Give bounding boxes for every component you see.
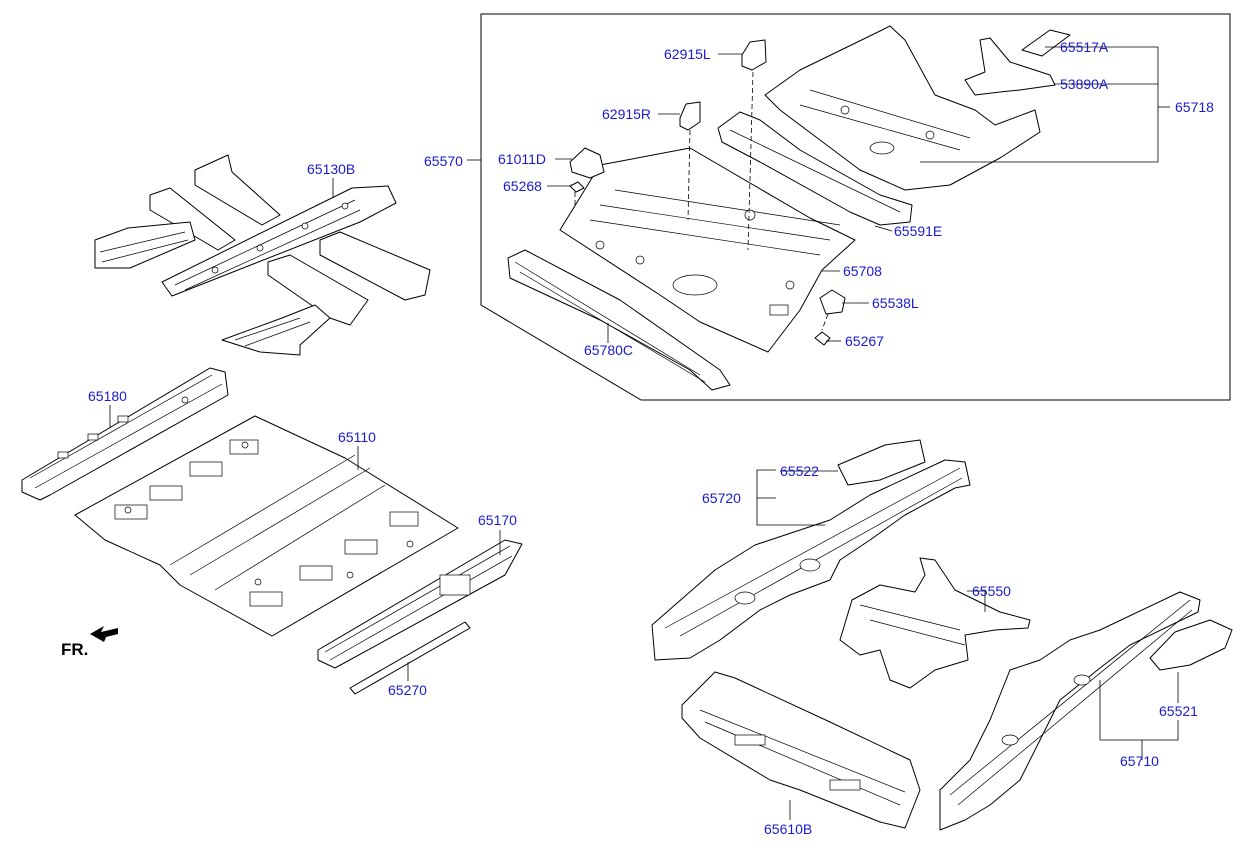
- part-65270-strip[interactable]: [349, 621, 471, 695]
- part-62915L-bracket[interactable]: [741, 39, 767, 71]
- leader-lines: [109, 46, 1179, 820]
- part-53890A-bracket[interactable]: [964, 37, 1056, 96]
- label-65268[interactable]: 65268: [503, 178, 542, 194]
- label-65170[interactable]: 65170: [478, 512, 517, 528]
- label-65591E[interactable]: 65591E: [894, 223, 942, 239]
- label-65710[interactable]: 65710: [1120, 753, 1159, 769]
- label-53890A[interactable]: 53890A: [1060, 76, 1109, 92]
- label-65780C[interactable]: 65780C: [584, 342, 633, 358]
- part-65591E-rear-member[interactable]: [717, 111, 913, 226]
- front-label: FR.: [61, 640, 88, 659]
- label-65570[interactable]: 65570: [424, 153, 463, 169]
- label-65521[interactable]: 65521: [1159, 703, 1198, 719]
- part-62915R-bracket[interactable]: [679, 101, 701, 131]
- part-65180-side-member[interactable]: [21, 367, 229, 501]
- label-65720[interactable]: 65720: [702, 490, 741, 506]
- front-arrow-icon: [90, 626, 118, 642]
- part-65517A-bracket[interactable]: [1021, 29, 1071, 57]
- part-65110-front-floor-panel[interactable]: [74, 415, 459, 637]
- part-65538L-bracket[interactable]: [819, 289, 846, 315]
- part-65610B-rear-floor-crossmember[interactable]: [681, 671, 921, 829]
- label-62915R[interactable]: 62915R: [602, 106, 651, 122]
- label-65110[interactable]: 65110: [338, 429, 376, 445]
- label-65708[interactable]: 65708: [843, 263, 882, 279]
- label-65130B[interactable]: 65130B: [307, 161, 355, 177]
- label-65718[interactable]: 65718: [1175, 99, 1214, 115]
- part-65710-rear-frame-assembly[interactable]: [939, 591, 1201, 831]
- part-65268-clip[interactable]: [569, 181, 585, 193]
- rear-floor-group-box: [480, 13, 1231, 401]
- part-65267-clip[interactable]: [814, 331, 831, 346]
- part-65550-crossmember[interactable]: [839, 557, 1031, 689]
- label-65267[interactable]: 65267: [845, 333, 884, 349]
- label-65517A[interactable]: 65517A: [1060, 39, 1109, 55]
- label-61011D[interactable]: 61011D: [498, 151, 546, 167]
- part-65780C-rear-crossmember[interactable]: [507, 249, 731, 391]
- label-65522[interactable]: 65522: [780, 463, 819, 479]
- part-65718-rear-floor-assembly[interactable]: [764, 25, 1041, 191]
- label-65538L[interactable]: 65538L: [872, 295, 919, 311]
- label-62915L[interactable]: 62915L: [664, 46, 711, 62]
- part-65521-plate[interactable]: [1149, 619, 1233, 671]
- label-65270[interactable]: 65270: [388, 682, 427, 698]
- part-65720-rear-frame-assembly[interactable]: [651, 459, 971, 661]
- part-number-labels: 65130B 65180 65110 65170 65270 65570 629…: [88, 39, 1214, 837]
- assembly-dashed-line: [574, 71, 829, 331]
- label-65180[interactable]: 65180: [88, 388, 127, 404]
- label-65550[interactable]: 65550: [972, 583, 1011, 599]
- part-65170-reinforcement[interactable]: [317, 539, 523, 669]
- part-65130B-crossmember-assembly[interactable]: [94, 154, 431, 356]
- part-61011D-bracket[interactable]: [569, 147, 605, 179]
- front-direction-indicator: FR.: [61, 626, 118, 659]
- part-65522-plate[interactable]: [837, 439, 926, 486]
- label-65610B[interactable]: 65610B: [764, 821, 812, 837]
- part-65708-rear-floor-panel[interactable]: [559, 147, 856, 353]
